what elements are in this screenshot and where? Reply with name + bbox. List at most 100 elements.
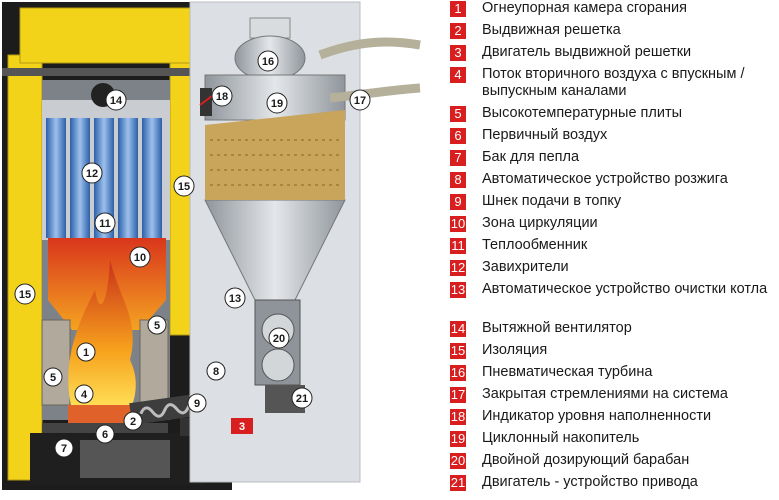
refractory-plate-right	[139, 319, 169, 406]
legend-item-3: 3 Двигатель выдвижной решетки	[450, 44, 779, 61]
legend-label: Двигатель - устройство привода	[482, 474, 698, 490]
legend-number: 3	[450, 45, 466, 61]
svg-text:15: 15	[19, 289, 31, 301]
callout-1: 1	[76, 342, 96, 362]
callout-20: 20	[268, 327, 290, 349]
legend-item-9: 9 Шнек подачи в топку	[450, 193, 779, 210]
boiler-cutaway-diagram: 1 2 3 4 5 5 6 7 8 9 10 11 12 13 14 15 15…	[2, 1, 421, 490]
legend-number: 20	[450, 453, 466, 469]
callout-5b: 5	[147, 315, 167, 335]
metering-drum-lower	[261, 348, 295, 382]
legend-item-2: 2 Выдвижная решетка	[450, 22, 779, 39]
legend-label: Теплообменник	[482, 237, 588, 253]
legend-number: 10	[450, 216, 466, 232]
legend-number: 15	[450, 343, 466, 359]
callout-4: 4	[74, 384, 94, 404]
legend-label: Автоматическое устройство розжига	[482, 171, 728, 187]
suction-hose-lower	[329, 83, 421, 103]
callout-15b: 15	[173, 175, 195, 197]
legend-label: Выдвижная решетка	[482, 22, 621, 38]
legend-number: 8	[450, 172, 466, 188]
svg-text:15: 15	[178, 181, 190, 193]
callout-18: 18	[211, 85, 233, 107]
callout-16: 16	[257, 50, 279, 72]
legend-number: 4	[450, 67, 466, 83]
turbine-top	[249, 17, 291, 39]
callout-11: 11	[94, 212, 116, 234]
legend-item-6: 6 Первичный воздух	[450, 127, 779, 144]
legend-number: 2	[450, 23, 466, 39]
legend-label: Закрытая стремлениями на система	[482, 386, 728, 402]
svg-text:3: 3	[239, 421, 245, 433]
svg-text:8: 8	[213, 366, 219, 378]
legend-number: 18	[450, 409, 466, 425]
svg-text:21: 21	[296, 393, 308, 405]
callout-8: 8	[206, 361, 226, 381]
insulation-top	[19, 7, 196, 64]
svg-text:13: 13	[229, 293, 241, 305]
svg-text:7: 7	[61, 443, 67, 455]
legend-label: Изоляция	[482, 342, 548, 358]
svg-text:5: 5	[154, 320, 160, 332]
fill-indicator-wire	[199, 95, 213, 106]
callout-19: 19	[266, 92, 288, 114]
legend-label: Двигатель выдвижной решетки	[482, 44, 692, 60]
callout-12: 12	[81, 162, 103, 184]
insulation-left	[7, 54, 43, 481]
legend-number: 12	[450, 260, 466, 276]
legend-item-8: 8 Автоматическое устройство розжига	[450, 171, 779, 188]
legend-item-20: 20 Двойной дозирующий барабан	[450, 452, 779, 469]
legend-number: 9	[450, 194, 466, 210]
legend-label: Огнеупорная камера сгорания	[482, 0, 687, 16]
pellet-texture	[210, 139, 340, 186]
svg-text:16: 16	[262, 56, 274, 68]
callout-13: 13	[224, 287, 246, 309]
callout-2: 2	[123, 411, 143, 431]
legend-label: Шнек подачи в топку	[482, 193, 622, 209]
ash-box	[80, 440, 170, 478]
legend-label: Завихрители	[482, 259, 569, 275]
legend-label: Бак для пепла	[482, 149, 580, 165]
svg-text:6: 6	[102, 429, 108, 441]
legend-label: Первичный воздух	[482, 127, 608, 143]
refractory-plate-left	[41, 319, 71, 406]
svg-text:9: 9	[194, 398, 200, 410]
callout-21: 21	[291, 387, 313, 409]
legend-label: Зона циркуляции	[482, 215, 598, 231]
callout-5a: 5	[43, 367, 63, 387]
svg-text:19: 19	[271, 98, 283, 110]
svg-text:18: 18	[216, 91, 228, 103]
legend-label: Поток вторичного воздуха с впускным / вы…	[482, 66, 745, 99]
legend-number: 17	[450, 387, 466, 403]
svg-text:12: 12	[86, 168, 98, 180]
svg-text:17: 17	[354, 95, 366, 107]
legend-number: 6	[450, 128, 466, 144]
callout-17: 17	[349, 89, 371, 111]
legend-item-4: 4 Поток вторичного воздуха с впускным / в…	[450, 66, 779, 100]
svg-text:2: 2	[130, 416, 136, 428]
legend-number: 5	[450, 106, 466, 122]
suction-hose-upper	[318, 37, 421, 60]
legend-number: 7	[450, 150, 466, 166]
svg-text:5: 5	[50, 372, 56, 384]
callout-9: 9	[187, 393, 207, 413]
callout-10: 10	[129, 246, 151, 268]
callouts: 1 2 3 4 5 5 6 7 8 9 10 11 12 13 14 15 15…	[14, 50, 371, 458]
legend-label: Автоматическое устройство очистки котла	[482, 281, 768, 297]
flame	[68, 260, 136, 410]
svg-text:11: 11	[99, 218, 111, 230]
legend-label: Двойной дозирующий барабан	[482, 452, 690, 468]
turbulators	[46, 118, 162, 238]
callout-7: 7	[54, 438, 74, 458]
legend-item-15: 15 Изоляция	[450, 342, 779, 359]
legend-number: 11	[450, 238, 466, 254]
fill-indicator	[200, 88, 212, 116]
legend-label: Вытяжной вентилятор	[482, 320, 632, 336]
legend-label: Циклонный накопитель	[482, 430, 640, 446]
